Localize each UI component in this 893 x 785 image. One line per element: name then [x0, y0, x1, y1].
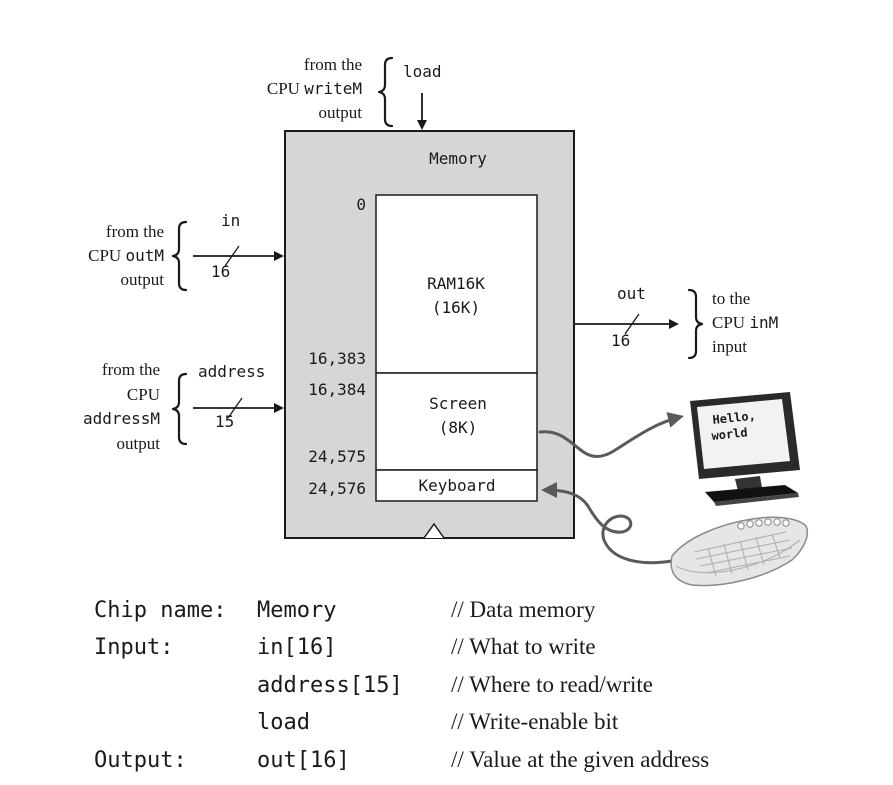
- spec-chip-comment: // Data memory: [451, 597, 596, 622]
- load-source-brace: [377, 56, 394, 128]
- monitor-text-line1: Hello,: [712, 409, 757, 427]
- spec-chip-value: Memory: [257, 598, 336, 623]
- load-source-line1: from the: [304, 55, 362, 74]
- clock-triangle: [423, 522, 445, 539]
- keyboard-to-memory-wire: [541, 482, 674, 565]
- in-source-line1: from the: [106, 222, 164, 241]
- address-16384: 16,384: [308, 380, 366, 399]
- address-source-brace: [171, 372, 188, 446]
- load-pin-label: load: [403, 62, 442, 81]
- address-bus-slash: [227, 397, 243, 419]
- spec-output-comment: // Value at the given address: [451, 747, 709, 772]
- address-0: 0: [356, 195, 366, 214]
- spec-input-comment-1: // What to write: [451, 634, 596, 659]
- in-bus-width: 16: [211, 262, 230, 281]
- spec-input-value-1: in[16]: [257, 635, 336, 660]
- spec-input-comment-2: // Where to read/write: [451, 672, 653, 697]
- spec-input-value-3: load: [257, 710, 310, 735]
- address-source-line2: CPU: [127, 385, 160, 404]
- spec-output-value: out[16]: [257, 748, 350, 773]
- chip-api-spec: Chip name: Memory // Data memory Input: …: [94, 597, 709, 773]
- load-source-line2: CPU writeM: [267, 79, 362, 98]
- screen-region: [375, 372, 538, 471]
- chip-title: Memory: [429, 149, 487, 168]
- ram-name: RAM16K: [427, 274, 485, 293]
- out-bus-slash: [624, 313, 640, 335]
- out-pin-label: out: [617, 284, 646, 303]
- ram-size: (16K): [432, 298, 480, 317]
- out-bus-width: 16: [611, 331, 630, 350]
- address-16383: 16,383: [308, 349, 366, 368]
- spec-input-label: Input:: [94, 635, 173, 660]
- keyboard-region: [375, 469, 538, 502]
- out-dest-line2: CPU inM: [712, 313, 778, 332]
- spec-chip-label: Chip name:: [94, 598, 226, 623]
- screen-size: (8K): [439, 418, 478, 437]
- screen-name: Screen: [429, 394, 487, 413]
- address-source-line3: addressM: [83, 409, 160, 428]
- screen-to-monitor-wire: [538, 412, 684, 458]
- in-source-brace: [171, 220, 188, 292]
- monitor-text-line2: world: [711, 425, 748, 443]
- out-dest-line3: input: [712, 337, 747, 356]
- monitor-icon: Hello, world: [690, 392, 800, 506]
- keyboard-name: Keyboard: [418, 476, 495, 495]
- address-24575: 24,575: [308, 447, 366, 466]
- in-source-line2: CPU outM: [88, 246, 164, 265]
- address-24576: 24,576: [308, 479, 366, 498]
- spec-input-value-2: address[15]: [257, 673, 403, 698]
- in-source-line3: output: [121, 270, 165, 289]
- in-bus-slash: [224, 245, 240, 267]
- in-pin-label: in: [221, 211, 240, 230]
- address-pin-label: address: [198, 362, 265, 381]
- address-source-line1: from the: [102, 360, 160, 379]
- address-source-line4: output: [117, 434, 161, 453]
- out-dest-brace: [687, 288, 704, 360]
- out-dest-line1: to the: [712, 289, 750, 308]
- keyboard-icon: [670, 516, 809, 587]
- ram-region: [375, 194, 538, 374]
- load-source-line3: output: [319, 103, 363, 122]
- spec-input-comment-3: // Write-enable bit: [451, 709, 619, 734]
- address-bus-width: 15: [215, 412, 234, 431]
- spec-output-label: Output:: [94, 748, 187, 773]
